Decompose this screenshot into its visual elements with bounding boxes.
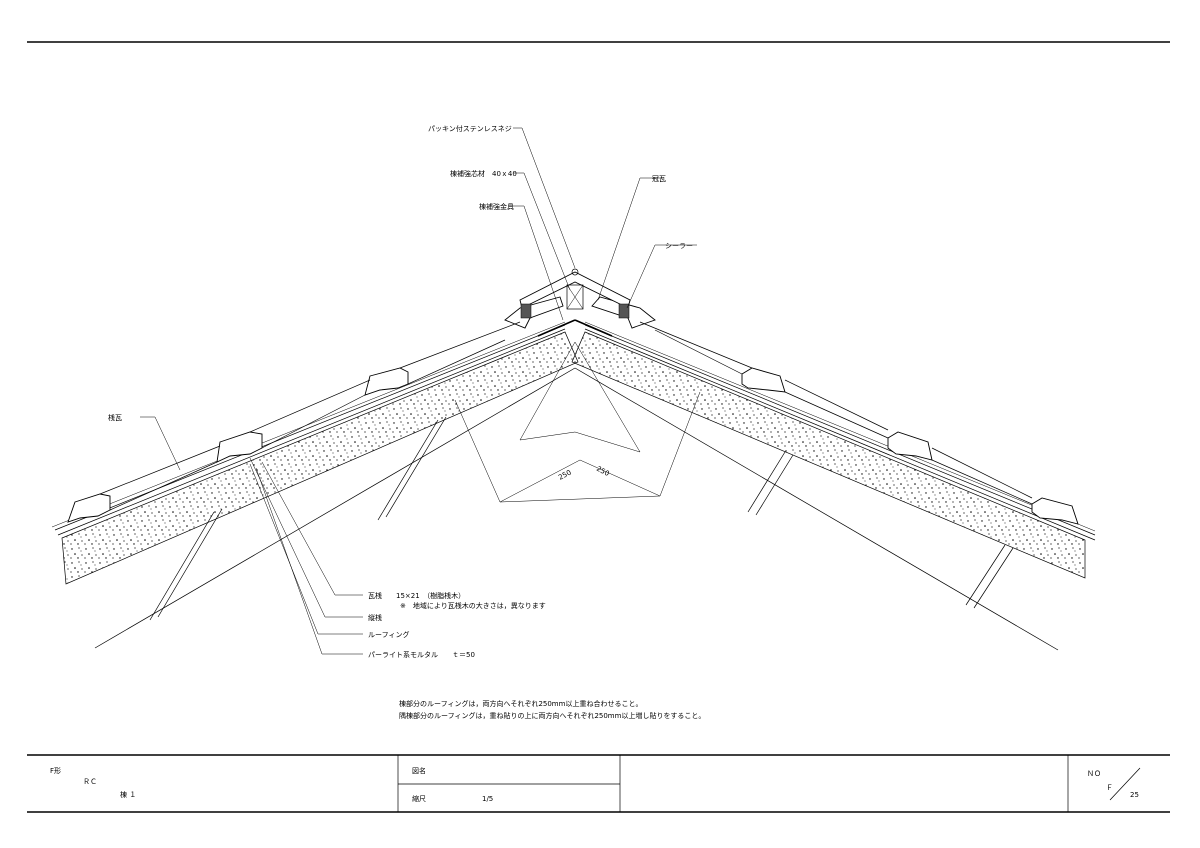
no-prefix: Ｆ <box>1106 784 1113 792</box>
roof-tiles-right <box>591 296 1079 525</box>
screw-head <box>571 268 579 276</box>
dimension-frame <box>454 341 701 503</box>
project-line2: ＲＣ <box>83 778 97 786</box>
label-ridge-bracket: 棟補強金具 <box>479 202 514 211</box>
scale-value: 1/5 <box>482 795 493 803</box>
sealer-right <box>618 303 630 319</box>
label-sealer: シーラー <box>665 242 693 250</box>
leader-lines <box>140 127 697 655</box>
roofing-layers-right <box>584 321 1096 541</box>
title-block <box>27 754 1170 812</box>
label-ridge-core: 棟補強芯材 40ｘ40 <box>450 169 517 178</box>
drawing-name-label: 図名 <box>412 766 426 775</box>
label-roofing: ルーフィング <box>368 630 409 639</box>
no-label: ＮＯ <box>1087 770 1101 778</box>
roof-tiles-left <box>67 296 564 523</box>
label-mortar: パーライト系モルタル ｔ＝50 <box>368 650 475 659</box>
no-value: 25 <box>1130 791 1139 799</box>
roofing-layers-left <box>51 321 566 536</box>
dimension-right: 250 <box>595 465 611 478</box>
dimension-left: 250 <box>557 468 573 481</box>
scale-label: 縮尺 <box>412 794 426 803</box>
ridge-core-member <box>566 284 584 310</box>
project-line3: 棟 １ <box>120 790 136 799</box>
support-struts-right <box>747 451 1014 609</box>
project-line1: F形 <box>50 767 61 775</box>
sealer-left <box>520 303 532 319</box>
label-screw: パッキン付ステンレスネジ <box>428 124 512 133</box>
slab-underside-left <box>94 367 576 649</box>
note-hip-roofing: 隅棟部分のルーフィングは，重ね貼りの上に両方向へそれぞれ250mm以上増し貼りを… <box>399 711 705 720</box>
label-roof-tile: 桟瓦 <box>108 413 122 422</box>
support-struts-left <box>149 416 447 621</box>
label-counter-batten: 縦桟 <box>368 613 382 622</box>
ridge-cap-assembly <box>519 268 631 337</box>
label-batten: 瓦桟 15×21 （樹脂桟木） <box>368 591 465 600</box>
label-batten-note: ※ 地域により瓦桟木の大きさは，異なります <box>400 601 546 610</box>
mortar-bed-right <box>571 331 1086 579</box>
note-ridge-roofing: 棟部分のルーフィングは，両方向へそれぞれ250mm以上重ね合わせること。 <box>399 699 642 708</box>
mortar-bed-left <box>61 331 579 585</box>
label-cap-tile: 冠瓦 <box>652 175 666 183</box>
